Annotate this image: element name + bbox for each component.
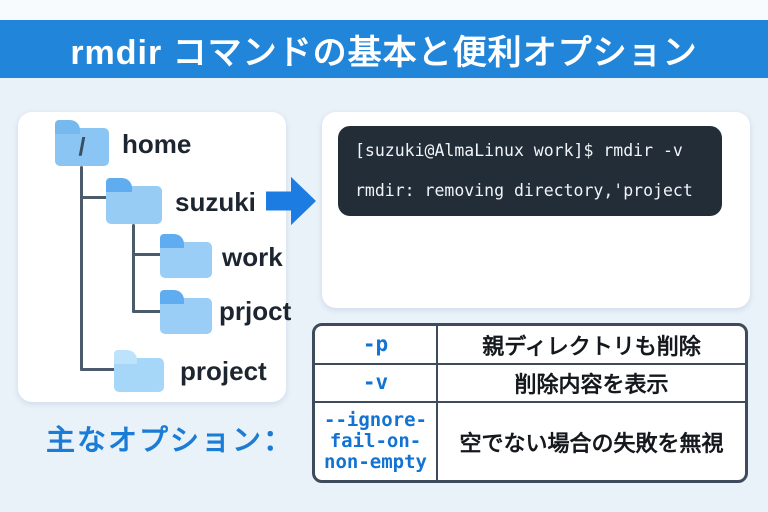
tree-connector-line (132, 253, 163, 256)
tree-connector-line (80, 166, 83, 371)
terminal-command-line: [suzuki@AlmaLinux work]$ rmdir -v (355, 141, 683, 160)
tree-label-home: home (122, 129, 192, 159)
tree-connector-line (132, 224, 135, 313)
root-slash-glyph: / (78, 132, 86, 161)
description-cell-p: 親ディレクトリも削除 (438, 326, 745, 365)
folder-icon-work (160, 234, 212, 278)
tree-connector-line (80, 196, 109, 199)
tree-connector-line (132, 310, 163, 313)
folder-icon-suzuki (106, 178, 162, 224)
tree-label-project: project (180, 356, 267, 386)
option-line: --ignore- (324, 408, 427, 431)
options-table: -p 親ディレクトリも削除 -v 削除内容を表示 --ignore- fail-… (312, 323, 748, 483)
option-line: fail-on- (329, 429, 422, 452)
description-cell-ignore-fail: 空でない場合の失敗を無視 (438, 403, 745, 480)
description-text: 空でない場合の失敗を (459, 430, 680, 456)
terminal-output-line: rmdir: removing directory,'project (355, 181, 693, 200)
folder-icon-project (114, 350, 164, 392)
terminal-window: [suzuki@AlmaLinux work]$ rmdir -v rmdir:… (338, 126, 722, 216)
description-text-bold: 無視 (679, 430, 724, 456)
option-line: non-empty (324, 451, 427, 474)
option-cell-v: -v (315, 365, 438, 403)
folder-icon-prjoct (160, 290, 212, 334)
tree-connector-line (80, 368, 117, 371)
main-options-label: 主なオプション： (46, 425, 295, 457)
tree-label-work: work (222, 242, 283, 272)
page-title: rmdir コマンドの基本と便利オプション (70, 33, 698, 72)
option-cell-ignore-fail: --ignore- fail-on- non-empty (315, 403, 438, 480)
folder-icon-root: / (55, 120, 109, 166)
option-cell-p: -p (315, 326, 438, 365)
top-strip (0, 0, 768, 20)
title-banner: rmdir コマンドの基本と便利オプション (0, 20, 768, 78)
tree-label-prjoct: prjoct (219, 296, 292, 326)
tree-label-suzuki: suzuki (175, 187, 256, 217)
description-cell-v: 削除内容を表示 (438, 365, 745, 403)
